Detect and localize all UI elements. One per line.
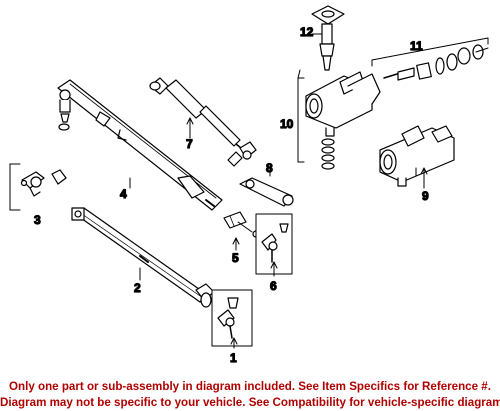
callout-4: 4 — [120, 187, 127, 201]
part-10-gear-housing — [297, 69, 381, 170]
part-8-pitman-arm — [239, 167, 294, 207]
part-11-valve-kit — [371, 37, 489, 81]
part-1-tie-rod-end — [211, 289, 253, 349]
part-4-center-link — [57, 79, 223, 211]
callout-6: 6 — [270, 279, 277, 293]
part-12-sector-shaft — [311, 5, 345, 71]
disclaimer-line-2: Diagram may not be specific to your vehi… — [0, 396, 500, 409]
part-3-tie-rod-end — [9, 163, 67, 211]
callout-2: 2 — [134, 281, 141, 295]
callout-3: 3 — [34, 213, 41, 227]
callout-8: 8 — [266, 161, 273, 175]
steering-parts-diagram: 12 11 10 9 8 7 6 5 4 3 2 1 — [9, 5, 489, 366]
diagram-disclaimer: Only one part or sub-assembly in diagram… — [0, 378, 500, 411]
callout-11: 11 — [410, 39, 423, 53]
callout-5: 5 — [232, 251, 239, 265]
part-6-tie-rod-end — [255, 213, 293, 277]
callout-10: 10 — [280, 117, 294, 131]
part-9-gear-assembly — [379, 125, 455, 189]
part-5-adjusting-sleeve — [223, 211, 260, 251]
disclaimer-line-1: Only one part or sub-assembly in diagram… — [9, 380, 491, 393]
callout-9: 9 — [422, 189, 429, 203]
callout-1: 1 — [230, 351, 237, 365]
callout-7: 7 — [186, 137, 193, 151]
part-7-steering-damper — [149, 77, 257, 167]
callout-12: 12 — [300, 25, 314, 39]
part-2-tie-rod — [71, 207, 215, 308]
